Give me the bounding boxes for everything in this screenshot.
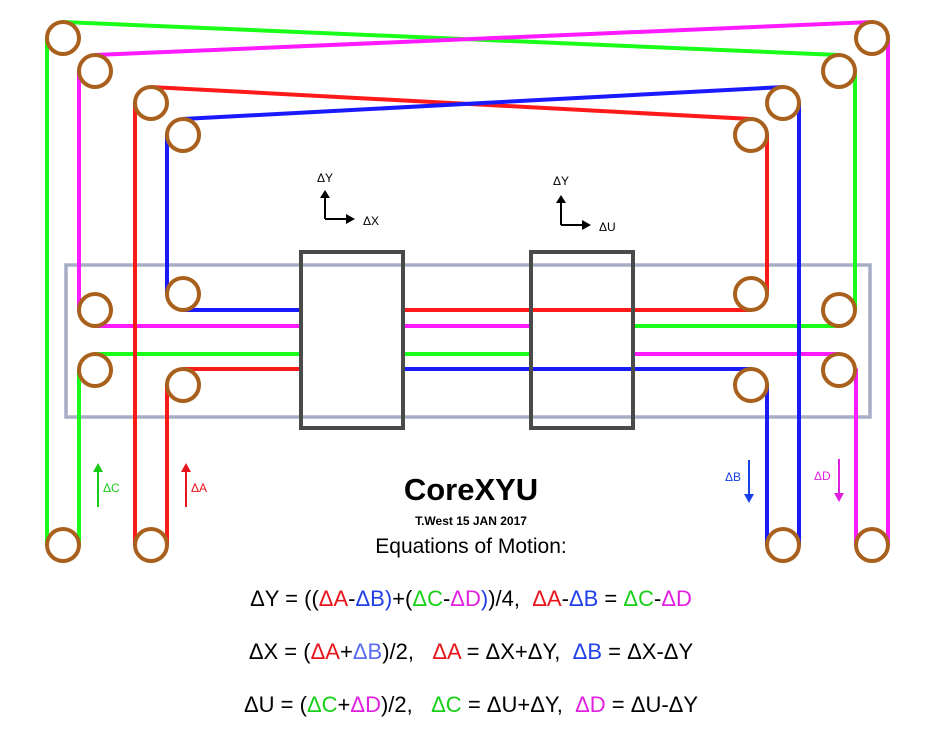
- equation-term: ΔB): [355, 586, 393, 611]
- equation-line-2: ΔX = (ΔA+ΔB)/2, ΔA = ΔX+ΔY, ΔB = ΔX-ΔY: [0, 639, 942, 665]
- equation-term: =: [598, 586, 624, 611]
- arrow-up-icon: [93, 463, 103, 472]
- motor-label-c: ΔC: [103, 481, 120, 495]
- equation-term: = ΔX-ΔY: [602, 639, 694, 664]
- equation-term: +: [339, 639, 353, 664]
- equation-term: ΔA: [310, 639, 340, 664]
- pulley-gantry-right-3: [821, 352, 857, 388]
- arrow-right-icon: [582, 220, 591, 230]
- equation-term: -: [653, 586, 662, 611]
- motor-label-d: ΔD: [814, 469, 831, 483]
- author-date: T.West 15 JAN 2017: [415, 514, 527, 528]
- equation-term: )/2,: [380, 692, 432, 717]
- carriage-xy: [299, 250, 405, 430]
- arrow-right-icon: [346, 214, 355, 224]
- axes-indicator-xy: [324, 196, 348, 220]
- motor-pulley-d: [854, 527, 890, 563]
- equation-term: ΔC: [431, 692, 462, 717]
- pulley-gantry-right-4: [733, 367, 769, 403]
- equation-term: ΔB: [568, 586, 599, 611]
- motor-label-a: ΔA: [191, 481, 207, 495]
- gantry-frame: [64, 263, 872, 419]
- equation-term: ΔC: [623, 586, 654, 611]
- equation-line-3: ΔU = (ΔC+ΔD)/2, ΔC = ΔU+ΔY, ΔD = ΔU-ΔY: [0, 692, 942, 718]
- axis-label-x: ΔX: [363, 214, 379, 228]
- equation-line-1: ΔY = ((ΔA-ΔB)+(ΔC-ΔD))/4, ΔA-ΔB = ΔC-ΔD: [0, 586, 942, 612]
- arrow-up-icon: [320, 190, 330, 198]
- axis-label-y2: ΔY: [553, 174, 569, 188]
- equation-term: ΔA: [532, 586, 562, 611]
- arrow-up-icon: [181, 463, 191, 472]
- axis-label-y1: ΔY: [317, 171, 333, 185]
- pulley-top-right-1: [854, 20, 890, 56]
- motor-pulley-c: [45, 527, 81, 563]
- equation-term: ΔD: [350, 692, 381, 717]
- pulley-top-left-4: [165, 117, 201, 153]
- equation-term: ΔC: [306, 692, 338, 717]
- motor-pulley-a: [133, 527, 169, 563]
- motor-label-b: ΔB: [725, 470, 741, 484]
- pulley-top-left-1: [45, 20, 81, 56]
- diagram-title: CoreXYU: [403, 472, 539, 507]
- equation-term: = ΔU+ΔY,: [461, 692, 576, 717]
- arrow-down-icon: [834, 493, 844, 502]
- pulley-gantry-right-1: [733, 276, 769, 312]
- equation-term: ): [480, 586, 489, 611]
- equation-term: ΔD: [450, 586, 481, 611]
- equation-term: -: [442, 586, 451, 611]
- pulley-top-right-3: [765, 85, 801, 121]
- equation-term: )/2,: [382, 639, 433, 664]
- equation-term: ΔB: [572, 639, 603, 664]
- equation-term: ΔD: [661, 586, 692, 611]
- equation-term: = ΔX+ΔY,: [460, 639, 573, 664]
- motor-pulley-b: [765, 527, 801, 563]
- equation-term: -: [348, 586, 356, 611]
- equation-term: +: [337, 692, 351, 717]
- pulley-gantry-left-1: [77, 292, 113, 328]
- equation-term: +(: [392, 586, 413, 611]
- equation-term: ΔY = ((: [250, 586, 319, 611]
- arrow-down-icon: [744, 494, 754, 503]
- arrow-up-icon: [556, 195, 566, 203]
- equation-term: ΔX = (: [248, 639, 311, 664]
- pulley-top-left-3: [133, 85, 169, 121]
- carriage-uy: [529, 250, 635, 430]
- equation-term: ΔB: [352, 639, 383, 664]
- pulley-gantry-left-4: [165, 367, 201, 403]
- pulley-top-right-4: [733, 117, 769, 153]
- axes-indicator-uy: [560, 201, 584, 226]
- pulley-top-left-2: [77, 53, 113, 89]
- pulley-gantry-left-3: [165, 276, 201, 312]
- pulley-gantry-right-2: [821, 292, 857, 328]
- equation-term: ΔU = (: [243, 692, 307, 717]
- equation-term: ΔA: [432, 639, 461, 664]
- equation-term: ΔD: [575, 692, 606, 717]
- equation-term: )/4,: [488, 586, 533, 611]
- equation-term: -: [561, 586, 569, 611]
- pulley-top-right-2: [821, 53, 857, 89]
- equations-heading: Equations of Motion:: [375, 535, 567, 558]
- equation-term: = ΔU-ΔY: [605, 692, 699, 717]
- axis-label-u: ΔU: [599, 220, 616, 234]
- pulley-gantry-left-2: [77, 352, 113, 388]
- equation-term: ΔC: [412, 586, 443, 611]
- equation-term: ΔA: [318, 586, 349, 611]
